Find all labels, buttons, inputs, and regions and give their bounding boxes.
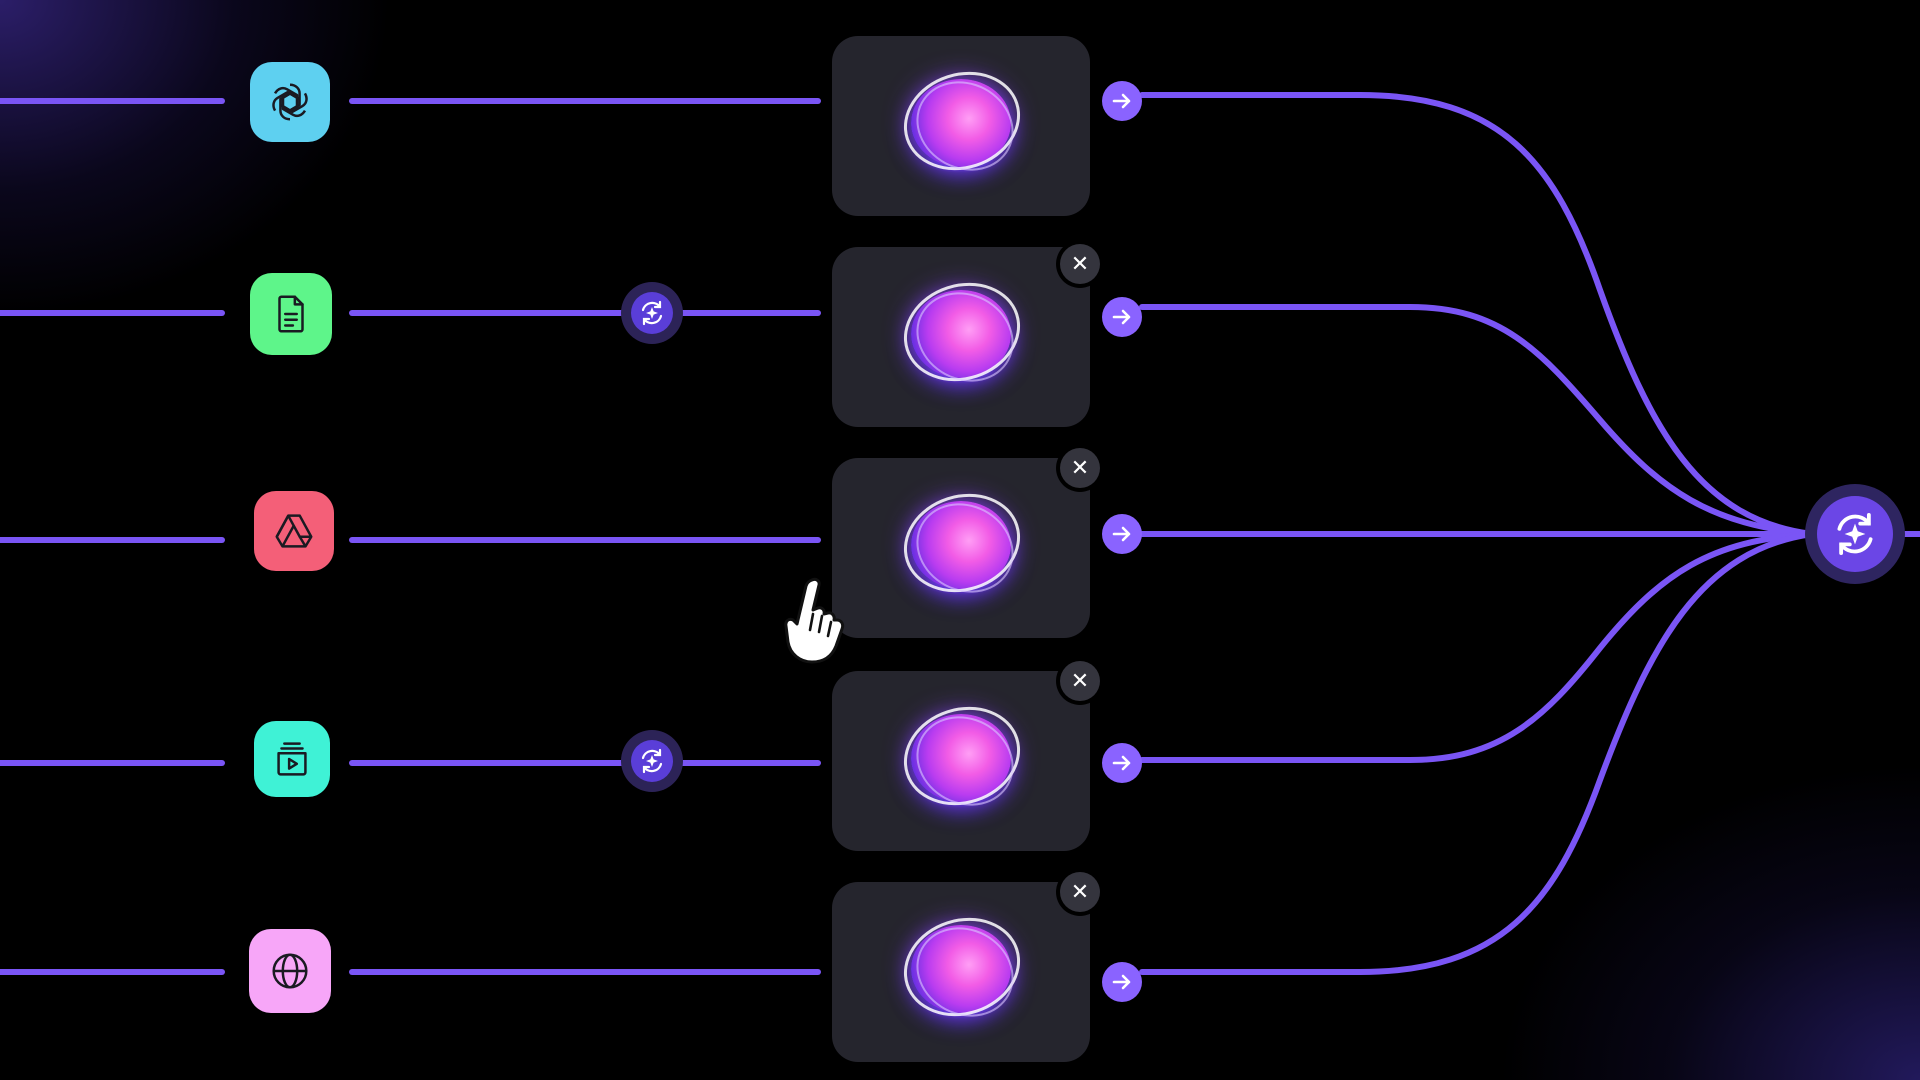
sync-node-row-2[interactable] — [621, 282, 683, 344]
ai-orb-icon — [891, 692, 1033, 823]
globe-source-icon[interactable] — [249, 929, 331, 1013]
sync-sparkle-icon — [1837, 513, 1873, 555]
close-button-row-3[interactable]: ✕ — [1060, 448, 1100, 488]
hand-pointer-icon — [784, 577, 845, 664]
sync-sparkle-icon — [641, 300, 663, 326]
document-icon — [278, 295, 304, 333]
close-button-row-5[interactable]: ✕ — [1060, 872, 1100, 912]
close-button-row-2[interactable]: ✕ — [1060, 244, 1100, 284]
globe-icon — [272, 953, 308, 989]
agent-card-row-5[interactable] — [832, 882, 1090, 1062]
arrow-right-icon — [1112, 309, 1131, 325]
sync-node-row-4[interactable] — [621, 730, 683, 792]
video-box-icon — [277, 742, 307, 776]
output-arrow-row-2[interactable] — [1102, 297, 1142, 337]
ai-orb-icon — [891, 903, 1033, 1034]
document-source-icon[interactable] — [250, 273, 332, 355]
google-drive-icon — [275, 514, 313, 548]
agent-card-row-4[interactable] — [832, 671, 1090, 851]
video-box-source-icon[interactable] — [254, 721, 330, 797]
agent-card-row-2[interactable] — [832, 247, 1090, 427]
sync-sparkle-icon — [641, 748, 663, 774]
arrow-right-icon — [1112, 974, 1131, 990]
arrow-right-icon — [1112, 93, 1131, 109]
agent-card-row-1[interactable] — [832, 36, 1090, 216]
wire-out-row-4 — [1139, 531, 1815, 763]
merge-hub-node[interactable] — [1805, 484, 1905, 584]
wire-out-row-5 — [1139, 531, 1815, 975]
close-button-row-4[interactable]: ✕ — [1060, 661, 1100, 701]
arrow-right-icon — [1112, 755, 1131, 771]
arrow-right-icon — [1112, 526, 1131, 542]
output-arrow-row-5[interactable] — [1102, 962, 1142, 1002]
openai-source-icon[interactable] — [250, 62, 330, 142]
output-arrow-row-3[interactable] — [1102, 514, 1142, 554]
ai-orb-icon — [891, 57, 1033, 188]
output-arrow-row-4[interactable] — [1102, 743, 1142, 783]
openai-icon — [272, 83, 308, 121]
wire-out-row-2 — [1139, 304, 1815, 537]
ai-orb-icon — [891, 268, 1033, 399]
agent-card-row-3[interactable] — [832, 458, 1090, 638]
ai-orb-icon — [891, 479, 1033, 610]
wire-out-row-1 — [1139, 92, 1815, 537]
output-arrow-row-1[interactable] — [1102, 81, 1142, 121]
google-drive-source-icon[interactable] — [254, 491, 334, 571]
